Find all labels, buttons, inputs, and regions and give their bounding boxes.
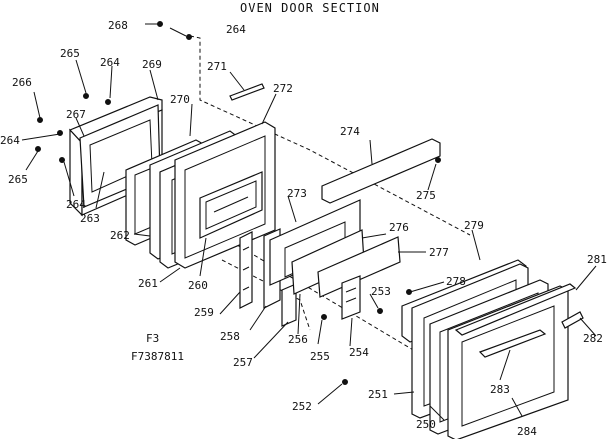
part-label-254: 254 bbox=[349, 346, 369, 359]
part-label-264-top: 264 bbox=[226, 23, 246, 36]
door-glass-and-handle bbox=[447, 283, 584, 439]
screw-253 bbox=[377, 308, 383, 314]
part-label-283: 283 bbox=[490, 383, 510, 396]
part-label-276: 276 bbox=[389, 221, 409, 234]
part-label-258: 258 bbox=[220, 330, 240, 343]
part-labels: 268 264 265 264 269 271 272 266 270 267 … bbox=[0, 19, 607, 438]
screw-265-b bbox=[35, 146, 41, 152]
part-label-271: 271 bbox=[207, 60, 227, 73]
part-label-266: 266 bbox=[12, 76, 32, 89]
part-label-269: 269 bbox=[142, 58, 162, 71]
screw-265-a bbox=[83, 93, 89, 99]
screw-255 bbox=[321, 314, 327, 320]
part-label-264-b: 264 bbox=[100, 56, 120, 69]
part-label-259: 259 bbox=[194, 306, 214, 319]
part-label-261: 261 bbox=[138, 277, 158, 290]
part-label-272: 272 bbox=[273, 82, 293, 95]
part-label-252: 252 bbox=[292, 400, 312, 413]
part-label-262: 262 bbox=[110, 229, 130, 242]
part-label-279: 279 bbox=[464, 219, 484, 232]
part-label-263: 263 bbox=[80, 212, 100, 225]
screw-275 bbox=[435, 157, 441, 163]
part-label-264-d: 264 bbox=[66, 198, 86, 211]
screw-252 bbox=[342, 379, 348, 385]
small-bracket bbox=[341, 275, 361, 320]
part-label-260: 260 bbox=[188, 279, 208, 292]
part-label-273: 273 bbox=[287, 187, 307, 200]
part-label-277: 277 bbox=[429, 246, 449, 259]
screw-264-b bbox=[105, 99, 111, 105]
part-label-251: 251 bbox=[368, 388, 388, 401]
part-label-253: 253 bbox=[371, 285, 391, 298]
part-label-256: 256 bbox=[288, 333, 308, 346]
part-label-274: 274 bbox=[340, 125, 360, 138]
screw-264-top bbox=[186, 34, 192, 40]
leader-lines bbox=[21, 23, 597, 421]
part-label-278: 278 bbox=[446, 275, 466, 288]
part-label-265-b: 265 bbox=[8, 173, 28, 186]
part-label-270: 270 bbox=[170, 93, 190, 106]
insulation-panels bbox=[291, 138, 441, 298]
screw-268 bbox=[157, 21, 163, 27]
screw-266 bbox=[37, 117, 43, 123]
screw-264-d bbox=[59, 157, 65, 163]
part-label-264-c: 264 bbox=[0, 134, 20, 147]
part-label-282: 282 bbox=[583, 332, 603, 345]
part-label-257: 257 bbox=[233, 356, 253, 369]
part-label-281: 281 bbox=[587, 253, 607, 266]
part-label-265-a: 265 bbox=[60, 47, 80, 60]
figure-code-model: F7387811 bbox=[131, 350, 184, 363]
diagram-title: OVEN DOOR SECTION bbox=[240, 1, 380, 15]
part-label-267: 267 bbox=[66, 108, 86, 121]
figure-code-f3: F3 bbox=[146, 332, 159, 345]
part-label-275: 275 bbox=[416, 189, 436, 202]
part-label-268: 268 bbox=[108, 19, 128, 32]
part-label-255: 255 bbox=[310, 350, 330, 363]
inner-door-assembly bbox=[174, 121, 276, 269]
part-label-284: 284 bbox=[517, 425, 537, 438]
part-label-250: 250 bbox=[416, 418, 436, 431]
